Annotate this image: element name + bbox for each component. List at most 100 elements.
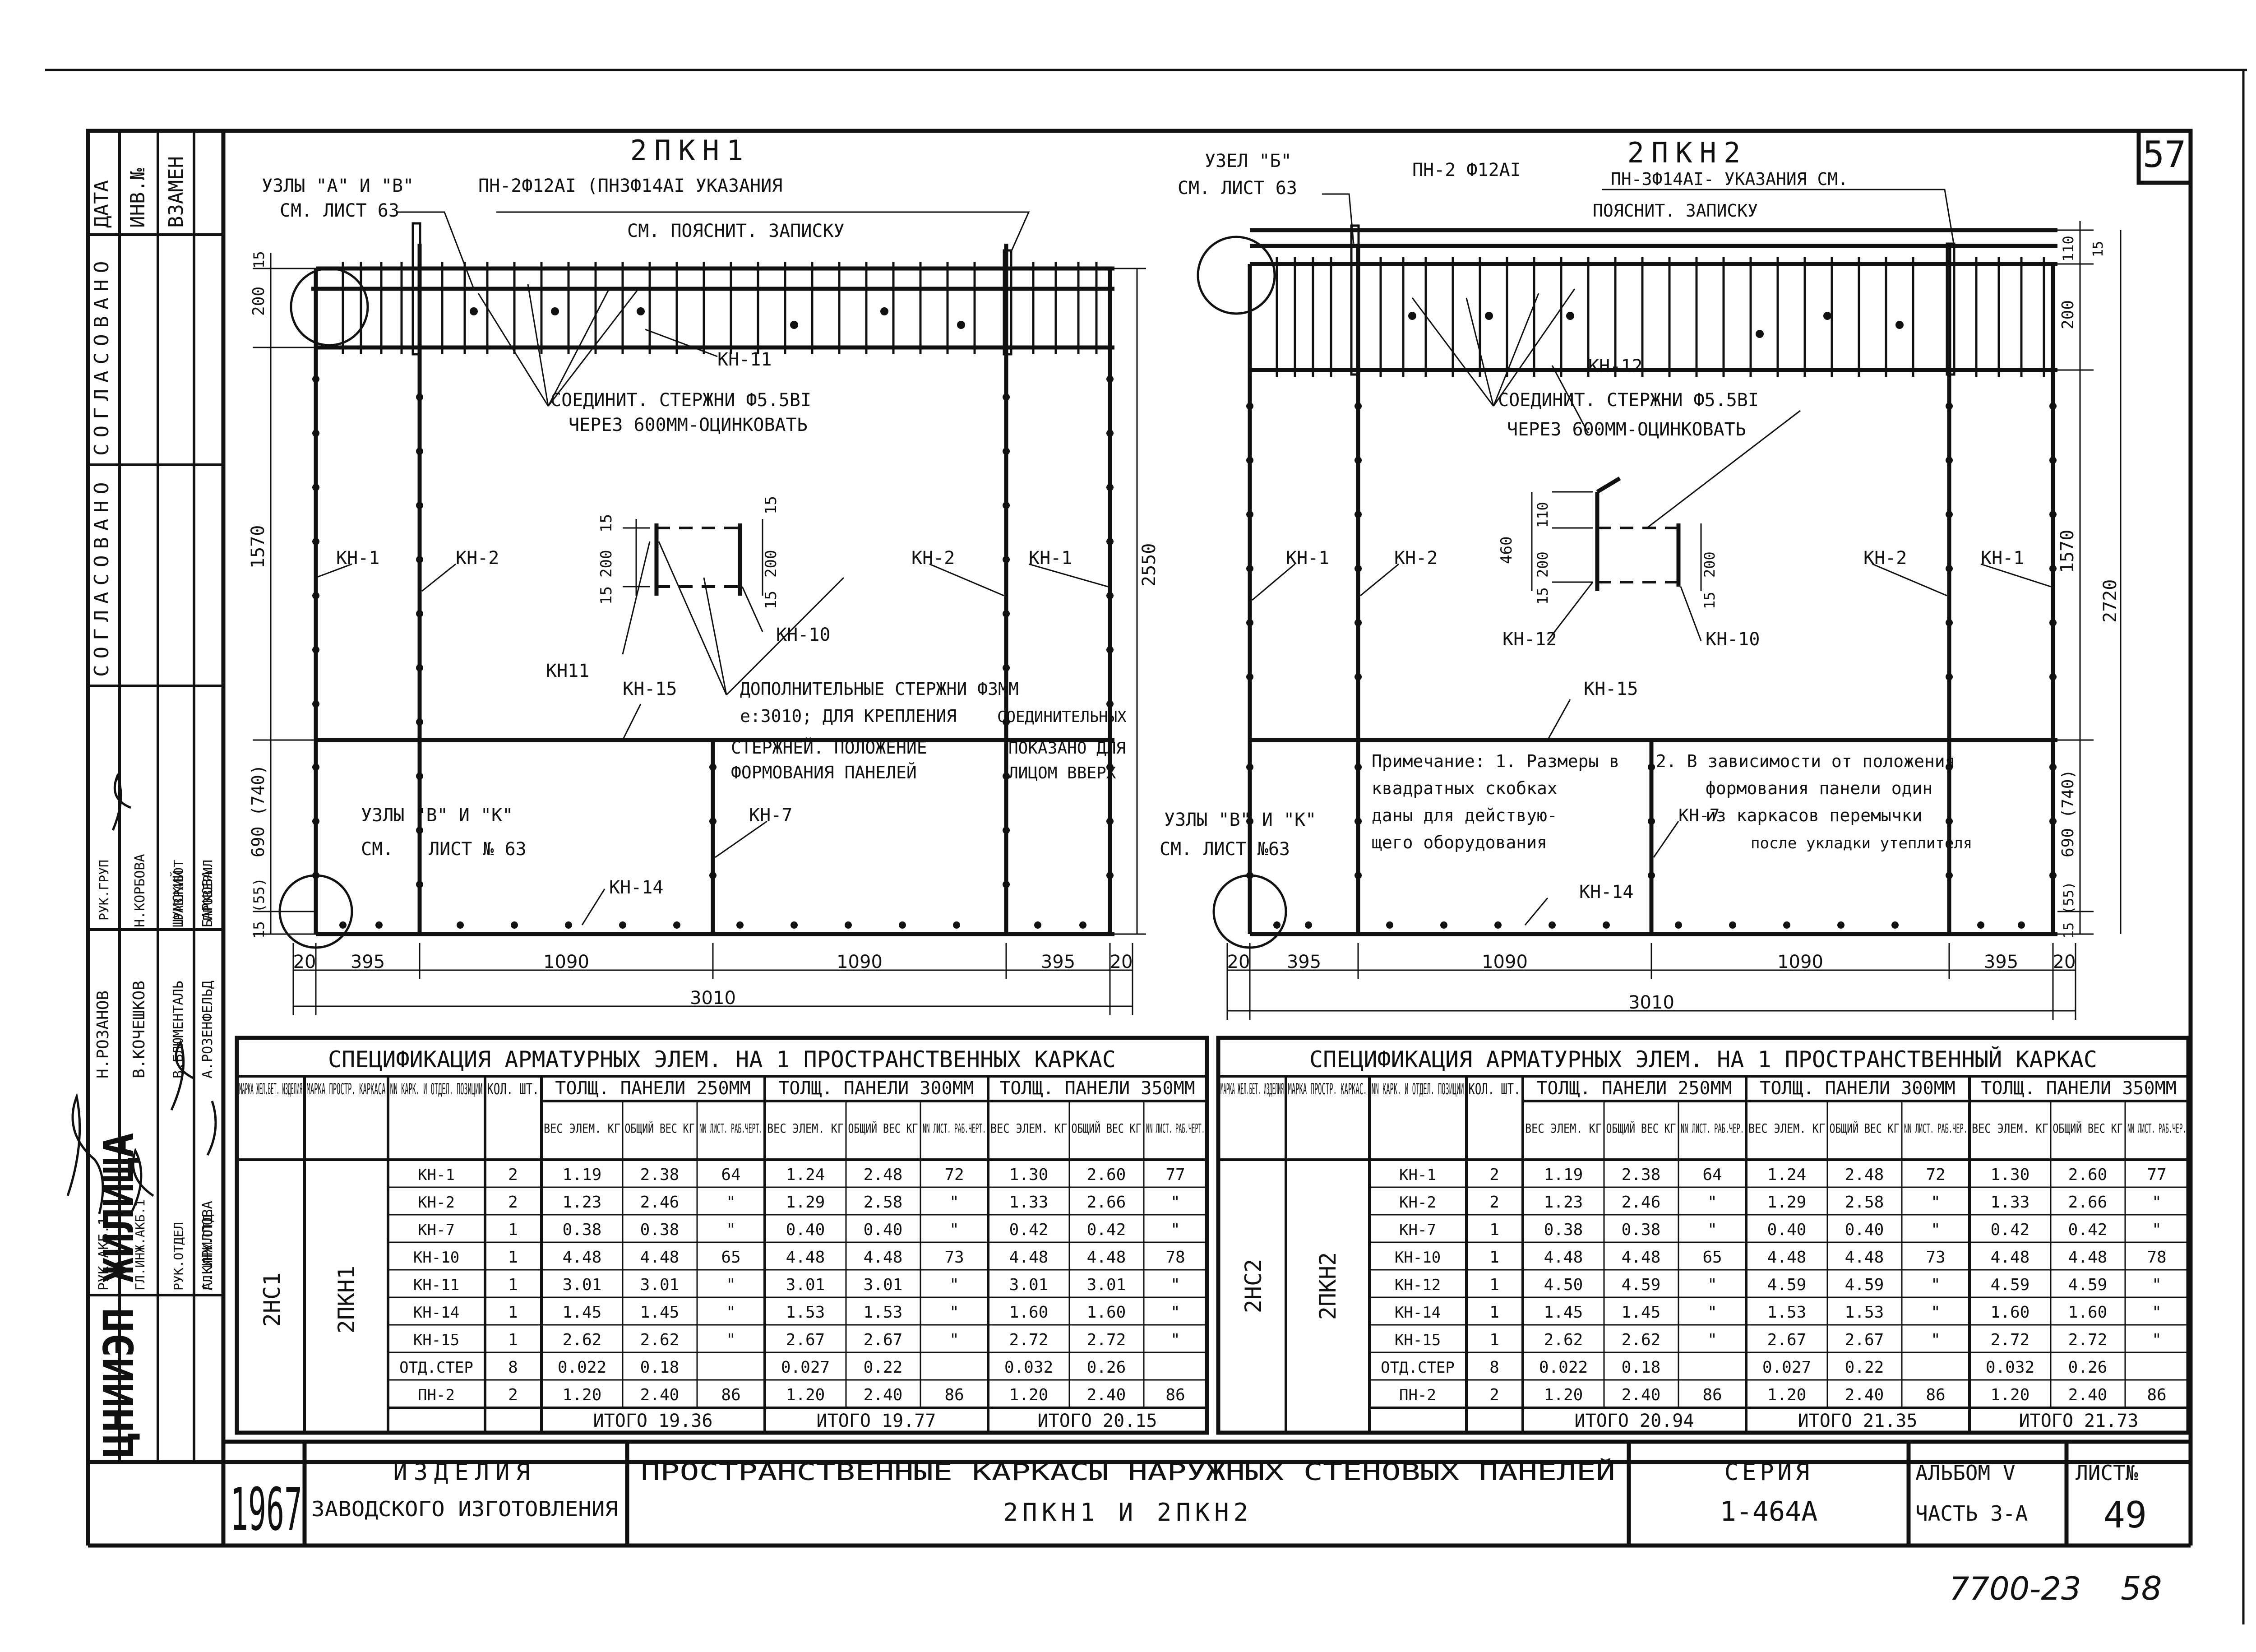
- spec-cell: 1: [1489, 1221, 1499, 1239]
- spec-cell: 2.40: [640, 1386, 680, 1404]
- spec-cell: 1.33: [1009, 1193, 1049, 1212]
- spec-cell: 4.59: [2068, 1276, 2108, 1294]
- spec-cell: ": [1707, 1331, 1717, 1349]
- spec-cell: 1.24: [786, 1166, 825, 1184]
- spec-1-h-qty: КОЛ. ШТ.: [487, 1080, 539, 1098]
- frame-1-kn1-right: КН-1: [1029, 548, 1072, 569]
- spec-cell: 0.42: [1009, 1221, 1049, 1239]
- spec-1-h-pos: NN КАРК. И ОТДЕЛ. ПОЗИЦИИ: [390, 1080, 483, 1098]
- spec-cell: 2.60: [1087, 1166, 1126, 1184]
- svg-text:20: 20: [2053, 952, 2076, 972]
- spec-cell: КН-2: [418, 1194, 455, 1212]
- spec-cell: 73: [944, 1248, 964, 1267]
- svg-text:1090: 1090: [543, 952, 589, 972]
- spec-cell: 1.33: [1991, 1193, 2030, 1212]
- spec-cell: 0.38: [563, 1221, 602, 1239]
- strip-approved-2: СОГЛАСОВАНО: [90, 476, 113, 677]
- spec-cell: 4.48: [1087, 1248, 1126, 1267]
- spec-cell: 2.66: [2068, 1193, 2108, 1212]
- frame-2-galvanize: ЧЕРЕЗ 600ММ-ОЦИНКОВАТЬ: [1507, 419, 1746, 440]
- spec-cell: 1.45: [563, 1303, 602, 1322]
- strip-name-5: А.КИРИЛЛОВА: [200, 1201, 216, 1291]
- spec-cell: 1.29: [1767, 1193, 1807, 1212]
- spec-2-h-mark1: МАРКА ЖЕЛ.БЕТ. ИЗДЕЛИЯ: [1220, 1080, 1284, 1098]
- strip-role-4: ГЛ.ИНЖ.ОТД.: [200, 1207, 215, 1291]
- spec-cell: 4.48: [864, 1248, 903, 1267]
- spec-1-total-350: ИТОГО 20.15: [1038, 1411, 1157, 1431]
- spec-cell: 78: [2147, 1248, 2166, 1267]
- frame-1-drawing: 2ПКН1: [248, 134, 1160, 1015]
- frame-2-node-b: УЗЕЛ "Б": [1205, 151, 1292, 171]
- spec-cell: 86: [1702, 1386, 1722, 1404]
- spec-cell: 8: [1489, 1358, 1499, 1377]
- frame-2-kn15: КН-15: [1584, 679, 1638, 699]
- svg-text:110: 110: [2060, 236, 2077, 262]
- svg-text:15: 15: [1701, 592, 1718, 609]
- spec-cell: 0.40: [1845, 1221, 1884, 1239]
- frame-1-kn7: КН-7: [749, 805, 792, 826]
- spec-cell: ": [2152, 1303, 2162, 1322]
- signature-2: [129, 1148, 154, 1215]
- spec-cell: 0.032: [1004, 1358, 1053, 1377]
- spec-cell: 1.20: [1544, 1386, 1583, 1404]
- strip-name-2: В.КОЧЕШКОВ: [130, 981, 148, 1078]
- frame-1-kn14: КН-14: [609, 877, 663, 898]
- frame-2-kn1-right: КН-1: [1981, 548, 2024, 569]
- spec-cell: 86: [1926, 1386, 1945, 1404]
- spec-cell: 1.19: [563, 1166, 602, 1184]
- spec-cell: ": [1931, 1221, 1941, 1239]
- spec-cell: 1.23: [563, 1193, 602, 1212]
- frame-2-note2-l1: 2. В зависимости от положения: [1656, 751, 1955, 771]
- svg-text:200: 200: [762, 550, 780, 578]
- spec-cell: 2: [508, 1166, 518, 1184]
- svg-text:200: 200: [250, 287, 268, 316]
- spec-cell: КН-7: [1399, 1221, 1436, 1239]
- spec-cell: 1.20: [786, 1386, 825, 1404]
- frame-1-kn11b: КН11: [546, 661, 589, 681]
- sheet-number-box: [2136, 129, 2193, 185]
- spec-cell: ": [2152, 1331, 2162, 1349]
- spec-cell: ": [1707, 1303, 1717, 1322]
- spec-cell: ": [726, 1221, 736, 1239]
- svg-text:690 (740): 690 (740): [2059, 769, 2077, 857]
- svg-text:200: 200: [597, 550, 615, 578]
- spec-cell: ": [949, 1221, 959, 1239]
- spec-cell: 86: [1165, 1386, 1185, 1404]
- spec-cell: КН-15: [413, 1331, 459, 1349]
- spec-table-1: СПЕЦИФИКАЦИЯ АРМАТУРНЫХ ЭЛЕМ. НА 1 ПРОСТ…: [235, 1036, 1209, 1435]
- svg-text:ОБЩИЙ ВЕС КГ: ОБЩИЙ ВЕС КГ: [2053, 1120, 2123, 1136]
- spec-cell: 1.53: [864, 1303, 903, 1322]
- spec-cell: 1.60: [1009, 1303, 1049, 1322]
- spec-cell: 2.38: [1622, 1166, 1661, 1184]
- spec-cell: 2.40: [1845, 1386, 1884, 1404]
- strip-role-2-3: ПРОВЕРИЛ: [200, 860, 215, 921]
- svg-text:1090: 1090: [1777, 952, 1823, 972]
- frame-2-note2-l2: формования панели один: [1706, 778, 1932, 798]
- strip-name-4: А.РОЗЕНФЕЛЬД: [200, 981, 216, 1078]
- title-name-2: 2ПКН1 И 2ПКН2: [1003, 1498, 1253, 1527]
- spec-cell: ": [949, 1276, 959, 1294]
- svg-text:395: 395: [1041, 952, 1075, 972]
- spec-cell: 2.40: [2068, 1386, 2108, 1404]
- spec-1-h-mark1: МАРКА ЖЕЛ.БЕТ. ИЗДЕЛИЯ: [239, 1080, 302, 1098]
- spec-2-h-350: ТОЛЩ. ПАНЕЛИ 350ММ: [1981, 1078, 2176, 1099]
- svg-text:ОБЩИЙ ВЕС КГ: ОБЩИЙ ВЕС КГ: [1606, 1120, 1676, 1136]
- strip-replace: ВЗАМЕН: [165, 156, 188, 228]
- spec-cell: 2.62: [1622, 1331, 1661, 1349]
- frame-2-kn12-top: КН-12: [1588, 356, 1642, 377]
- spec-cell: 2.67: [864, 1331, 903, 1349]
- frame-1-title: 2ПКН1: [630, 134, 751, 167]
- svg-text:1570: 1570: [2057, 530, 2078, 573]
- svg-text:NN ЛИСТ. РАБ.ЧЕРТ.: NN ЛИСТ. РАБ.ЧЕРТ.: [923, 1121, 986, 1136]
- spec-cell: ": [2152, 1221, 2162, 1239]
- spec-cell: 1: [508, 1303, 518, 1322]
- signature-3: [170, 1040, 195, 1111]
- spec-cell: 2.40: [864, 1386, 903, 1404]
- spec-cell: 4.59: [1845, 1276, 1884, 1294]
- frame-1-kn11-label: КН-11: [717, 349, 772, 370]
- spec-cell: 4.48: [1622, 1248, 1661, 1267]
- frame-1-extra-7: ЛИЦОМ ВВЕРХ: [1008, 764, 1116, 782]
- spec-cell: 1.23: [1544, 1193, 1583, 1212]
